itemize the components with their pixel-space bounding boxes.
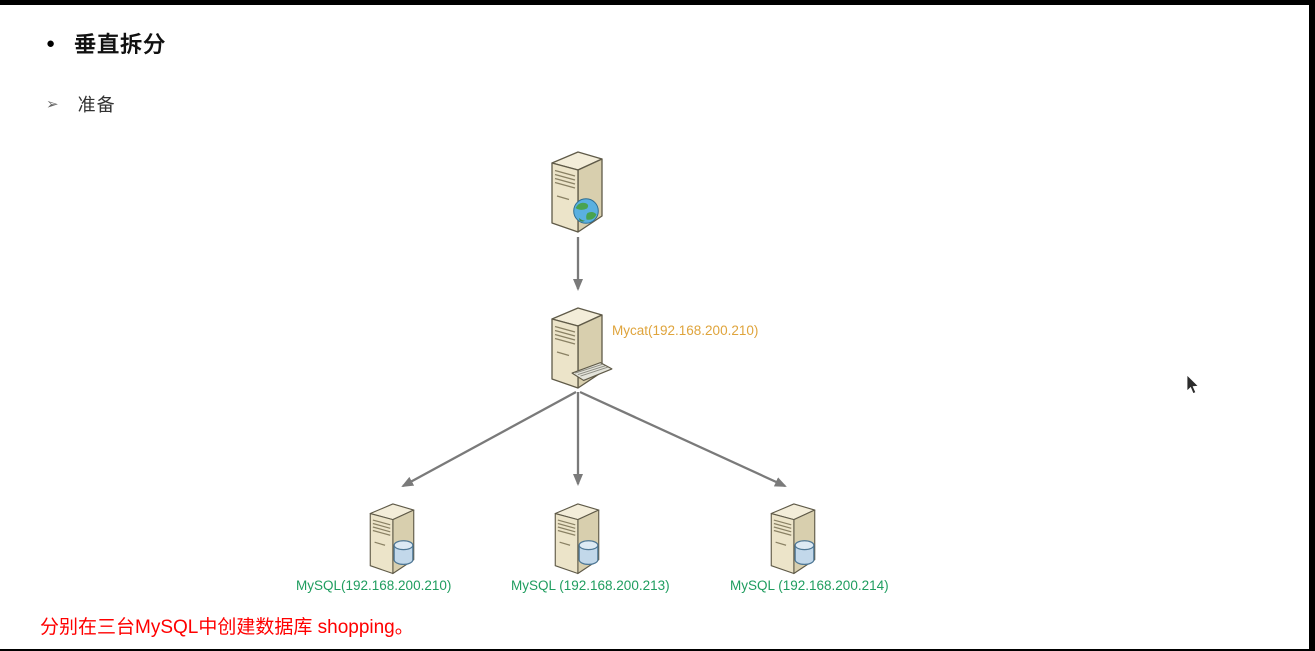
mouse-cursor — [1186, 374, 1200, 395]
subsection-heading: ➢ 准备 — [46, 91, 116, 117]
letterbox-right — [1309, 0, 1315, 651]
client-server-node — [545, 144, 609, 236]
mysql-node-label-2: MySQL (192.168.200.213) — [511, 578, 670, 593]
section-title: 垂直拆分 — [74, 32, 167, 57]
globe-icon — [572, 197, 600, 225]
mycat-node-label: Mycat(192.168.200.210) — [612, 323, 759, 338]
letterbox-top — [0, 0, 1315, 5]
database-icon — [793, 539, 816, 567]
keyboard-icon — [570, 359, 614, 383]
mycat-server-node — [545, 300, 609, 392]
mysql-server-node-2 — [549, 497, 605, 577]
mysql-node-label-3: MySQL (192.168.200.214) — [730, 578, 889, 593]
section-heading: ● 垂直拆分 — [46, 27, 166, 59]
mysql-server-node-1 — [364, 497, 420, 577]
arrow-bullet-icon: ➢ — [46, 95, 59, 113]
database-icon — [392, 539, 415, 567]
mysql-server-node-3 — [765, 497, 821, 577]
mysql-node-label-1: MySQL(192.168.200.210) — [296, 578, 452, 593]
arrow-mycat-to-mysql-3 — [579, 390, 787, 488]
letterbox-bottom — [0, 649, 1315, 651]
subsection-title: 准备 — [77, 95, 116, 115]
bullet-icon: ● — [46, 34, 56, 52]
instruction-note: 分别在三台MySQL中创建数据库 shopping。 — [40, 617, 414, 638]
database-icon — [577, 539, 600, 567]
arrow-mycat-to-mysql-1 — [401, 390, 577, 488]
